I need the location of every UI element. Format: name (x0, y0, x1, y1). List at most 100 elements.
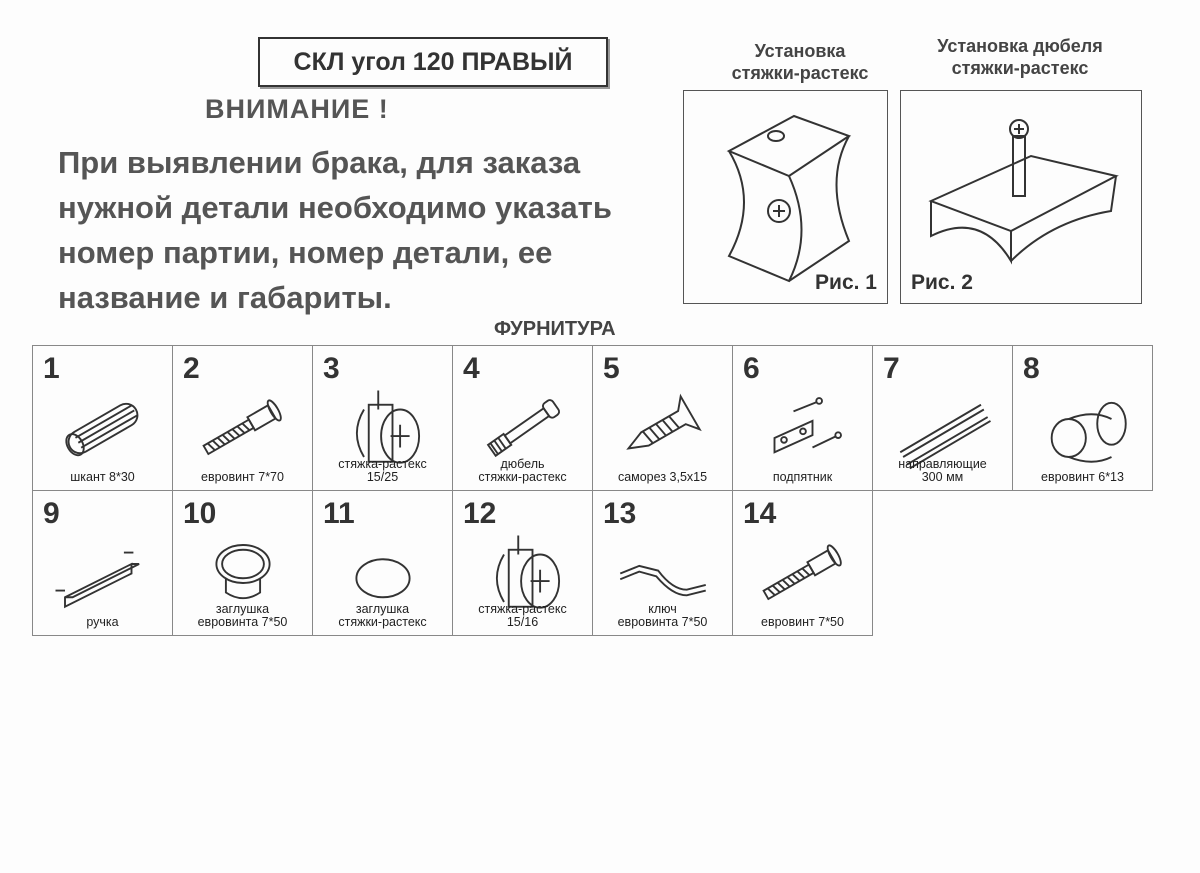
figure-1: Рис. 1 (683, 90, 888, 304)
item-label: ручка (33, 616, 172, 629)
cam-dowel-icon (486, 399, 561, 458)
figure-2-label: Рис. 2 (911, 271, 973, 294)
item-label: евровинт 7*70 (173, 471, 312, 484)
item-label-line: 15/16 (506, 615, 539, 629)
cam-lock-icon (495, 535, 561, 609)
caption-line: стяжки-растекс (951, 58, 1089, 78)
item-number: 13 (603, 497, 637, 530)
item-label-line: стяжка-растекс (478, 602, 567, 616)
euroscrew-icon (762, 544, 842, 601)
furniture-table: 1 шкант 8*30 2 евровинт 7*70 3 стяжка-растекс… (32, 345, 1153, 636)
item-label-line: 15/25 (366, 470, 399, 484)
drawer-rail-icon (899, 403, 991, 470)
warning-line: При выявлении брака, для заказа (58, 145, 581, 180)
item-number: 9 (43, 497, 60, 530)
caption-line: Установка (754, 41, 846, 61)
item-label: саморез 3,5х15 (593, 471, 732, 484)
item-label-line: заглушка (215, 602, 270, 616)
item-label-line: дюбель (500, 457, 545, 471)
item-label-line: направляющие (898, 457, 987, 471)
item-label-line: стяжки-растекс (478, 470, 567, 484)
glide-pad-icon (773, 397, 842, 454)
item-label: шкант 8*30 (33, 471, 172, 484)
caption-line: Установка дюбеля (937, 36, 1103, 56)
furniture-heading: ФУРНИТУРА (494, 318, 616, 340)
item-label-line: ручка (86, 615, 119, 629)
warning-line: нужной детали необходимо указать (58, 190, 612, 225)
item-label-line: заглушка (355, 602, 410, 616)
item-label-line: евровинт 6*13 (1041, 470, 1124, 484)
warning-line: название и габариты. (58, 280, 392, 315)
item-label-line: подпятник (772, 470, 833, 484)
item-number: 11 (323, 497, 355, 530)
item-number: 12 (463, 497, 497, 530)
item-number: 7 (883, 352, 900, 385)
item-number: 10 (183, 497, 217, 530)
item-number: 6 (743, 352, 760, 385)
empty-cell (1012, 490, 1153, 636)
item-number: 1 (43, 352, 60, 385)
cam-cap-icon (355, 558, 411, 599)
item-label-line: шкант 8*30 (70, 470, 135, 484)
figure-1-label: Рис. 1 (815, 271, 877, 294)
dowel-installation-illustration (928, 119, 1119, 265)
product-title: СКЛ угол 120 ПРАВЫЙ (258, 37, 608, 87)
warning-text: При выявлении брака, для заказа нужной д… (58, 140, 678, 320)
furniture-item-8: 8 евровинт 6*13 (1012, 345, 1153, 491)
empty-cell (872, 490, 1013, 636)
furniture-item-1: 1 шкант 8*30 (32, 345, 173, 491)
item-number: 3 (323, 352, 340, 385)
cam-installation-illustration (726, 114, 852, 283)
item-number: 4 (463, 352, 480, 385)
item-number: 8 (1023, 352, 1040, 385)
caption-line: стяжки-растекс (731, 63, 869, 83)
item-label-line: евровинт 7*50 (761, 615, 844, 629)
item-label-line: ключ (648, 602, 677, 616)
item-label: подпятник (733, 471, 872, 484)
furniture-item-14: 14 евровинт 7*50 (732, 490, 873, 636)
insert-nut-icon (1050, 401, 1127, 463)
cam-lock-icon (355, 390, 421, 464)
item-label-line: евровинта 7*50 (617, 615, 708, 629)
furniture-item-5: 5 саморез 3,5х15 (592, 345, 733, 491)
figure-1-caption: Установка стяжки-растекс (700, 40, 900, 84)
euroscrew-icon (202, 399, 282, 456)
attention-heading: ВНИМАНИЕ ! (205, 94, 389, 124)
item-label-line: евровинт 7*70 (201, 470, 284, 484)
warning-line: номер партии, номер детали, ее (58, 235, 553, 270)
wood-screw-icon (626, 393, 702, 450)
figure-2: Рис. 2 (900, 90, 1142, 304)
item-number: 5 (603, 352, 620, 385)
item-label-line: стяжка-растекс (338, 457, 427, 471)
item-label-line: евровинта 7*50 (197, 615, 288, 629)
screw-cap-icon (215, 544, 271, 600)
hex-key-icon (619, 564, 706, 597)
furniture-item-6: 6 подпятник (732, 345, 873, 491)
dowel-icon (65, 402, 139, 457)
item-label: евровинт 7*50 (733, 616, 872, 629)
item-label: евровинт 6*13 (1013, 471, 1152, 484)
item-number: 2 (183, 352, 200, 385)
handle-icon (55, 551, 140, 609)
furniture-item-9: 9 ручка (32, 490, 173, 636)
item-label-line: 300 мм (921, 470, 964, 484)
figure-2-caption: Установка дюбеля стяжки-растекс (900, 35, 1140, 79)
item-number: 14 (743, 497, 777, 530)
item-label-line: саморез 3,5х15 (617, 470, 708, 484)
item-label-line: стяжки-растекс (338, 615, 427, 629)
